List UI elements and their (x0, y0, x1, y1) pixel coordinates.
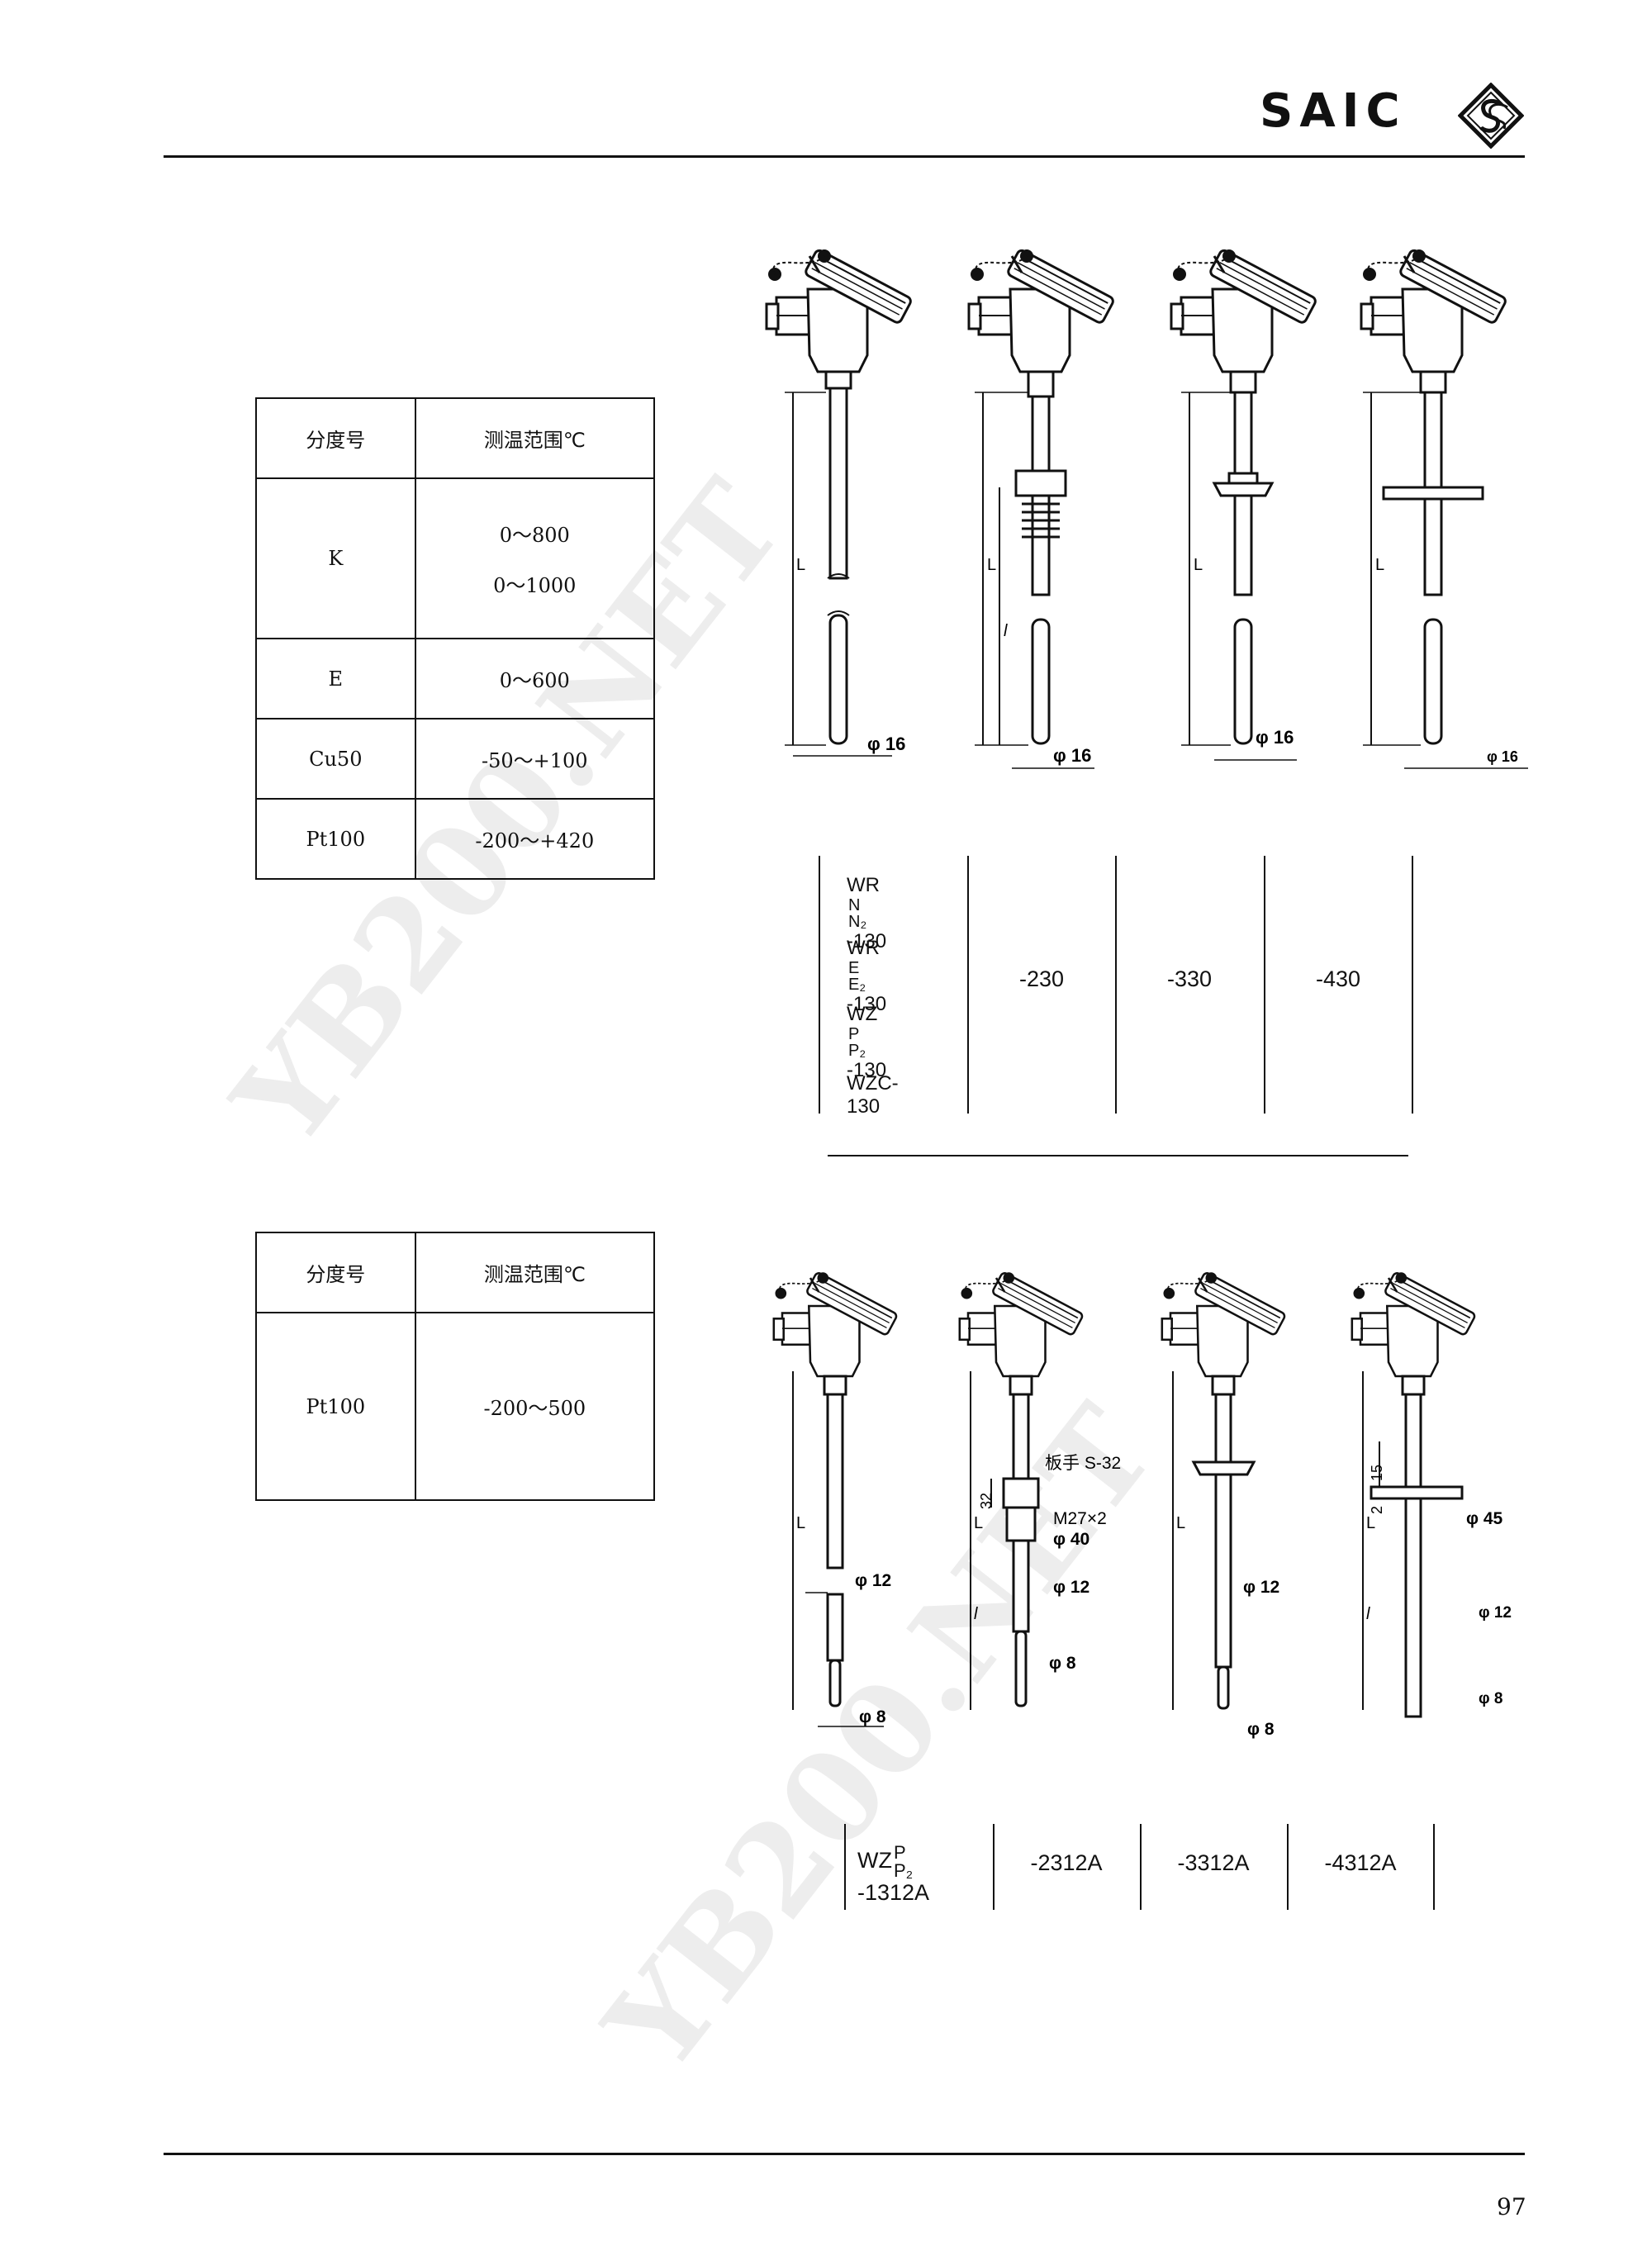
divider (1412, 856, 1413, 1114)
table-cell: E (255, 638, 416, 719)
svg-text:L: L (987, 556, 996, 574)
rtd-drawing: L l 32 板手 S-32 M27×2 φ 40 φ 12 φ 8 (958, 1270, 1121, 1710)
svg-text:φ 16: φ 16 (1053, 745, 1091, 766)
range-value: 0～800 (499, 524, 570, 547)
divider (819, 856, 820, 1114)
divider (844, 1824, 846, 1910)
svg-text:L: L (1176, 1514, 1185, 1532)
svg-text:L: L (1375, 556, 1384, 574)
svg-text:φ 16: φ 16 (867, 734, 905, 754)
section-divider (828, 1155, 1408, 1156)
svg-text:L: L (796, 1514, 805, 1532)
svg-text:l: l (974, 1605, 978, 1623)
spec-table-2: 分度号 测温范围℃ Pt100 -200～500 (255, 1232, 656, 1501)
divider (1264, 856, 1265, 1114)
divider (967, 856, 969, 1114)
page-number: 97 (1497, 2193, 1526, 2220)
column-header: 测温范围℃ (414, 1232, 656, 1313)
table-cell: 0～800 0～1000 (414, 477, 656, 639)
footer-rule (164, 2153, 1525, 2155)
svg-text:M27×2: M27×2 (1053, 1509, 1107, 1528)
divider (1140, 1824, 1142, 1910)
svg-text:L: L (1366, 1514, 1375, 1532)
thermocouple-drawings-1: L φ 16 L l φ 16 L φ (765, 247, 1528, 769)
svg-text:φ 12: φ 12 (855, 1571, 891, 1590)
model-value: -330 (1166, 966, 1213, 991)
saic-logo-icon (1458, 83, 1524, 149)
table-cell: K (255, 477, 416, 639)
svg-text:32: 32 (978, 1493, 995, 1509)
model-code: WZC-130 (847, 1072, 899, 1118)
table-cell: Cu50 (255, 718, 416, 800)
svg-text:φ 8: φ 8 (859, 1707, 886, 1726)
spec-table-1: 分度号 测温范围℃ K 0～800 0～1000 E 0～600 Cu50 -5… (255, 397, 656, 880)
svg-text:φ 16: φ 16 (1256, 727, 1294, 748)
brand-name: SAIC (1260, 84, 1407, 138)
svg-text:φ 12: φ 12 (1479, 1604, 1512, 1622)
svg-text:L: L (974, 1514, 983, 1532)
table-cell: 0～600 (414, 638, 656, 719)
table-cell: Pt100 (255, 798, 416, 880)
thermocouple-drawing: L φ 16 (1360, 247, 1528, 769)
svg-text:φ 8: φ 8 (1049, 1654, 1076, 1673)
header-rule (164, 155, 1525, 158)
svg-text:φ 45: φ 45 (1466, 1509, 1503, 1528)
thermocouple-drawing: L φ 16 (765, 247, 914, 757)
rtd-drawings-2: L φ 12 φ 8 L l 32 板手 S-32 M27×2 φ 40 φ 1… (772, 1270, 1512, 1739)
svg-text:φ 12: φ 12 (1243, 1578, 1279, 1597)
model-value: -430 (1315, 966, 1361, 991)
rtd-drawing: L φ 12 φ 8 (772, 1270, 900, 1727)
model-value: -2312A (1030, 1850, 1103, 1875)
table-cell: -200～500 (414, 1312, 656, 1501)
svg-text:φ 16: φ 16 (1487, 748, 1518, 765)
svg-text:2: 2 (1369, 1506, 1385, 1514)
svg-text:φ 12: φ 12 (1053, 1578, 1089, 1597)
column-header: 分度号 (255, 397, 416, 479)
divider (1115, 856, 1117, 1114)
svg-text:15: 15 (1369, 1465, 1385, 1481)
svg-text:板手 S-32: 板手 S-32 (1045, 1454, 1121, 1473)
svg-text:L: L (1194, 556, 1203, 574)
rtd-drawing: L l 15 2 φ 45 φ 12 φ 8 (1351, 1270, 1512, 1718)
column-header: 测温范围℃ (414, 397, 656, 479)
svg-text:φ 8: φ 8 (1479, 1690, 1502, 1707)
divider (1433, 1824, 1435, 1910)
svg-text:φ 8: φ 8 (1247, 1720, 1275, 1739)
model-value: -230 (1018, 966, 1065, 991)
svg-text:L: L (796, 556, 805, 574)
svg-text:l: l (1366, 1605, 1370, 1623)
svg-text:l: l (1004, 622, 1008, 640)
thermocouple-drawing: L l φ 16 (967, 247, 1116, 769)
range-value: 0～1000 (493, 574, 577, 597)
brand-header: SAIC (1260, 83, 1524, 149)
divider (993, 1824, 995, 1910)
table-cell: -200～+420 (414, 798, 656, 880)
column-header: 分度号 (255, 1232, 416, 1313)
model-value: -3312A (1177, 1850, 1250, 1875)
table-cell: Pt100 (255, 1312, 416, 1501)
thermocouple-drawing: L φ 16 (1170, 247, 1318, 761)
svg-text:φ 40: φ 40 (1053, 1530, 1089, 1549)
table-cell: -50～+100 (414, 718, 656, 800)
divider (1287, 1824, 1289, 1910)
model-value: -4312A (1324, 1850, 1397, 1875)
rtd-drawing: L φ 12 φ 8 (1161, 1270, 1288, 1739)
